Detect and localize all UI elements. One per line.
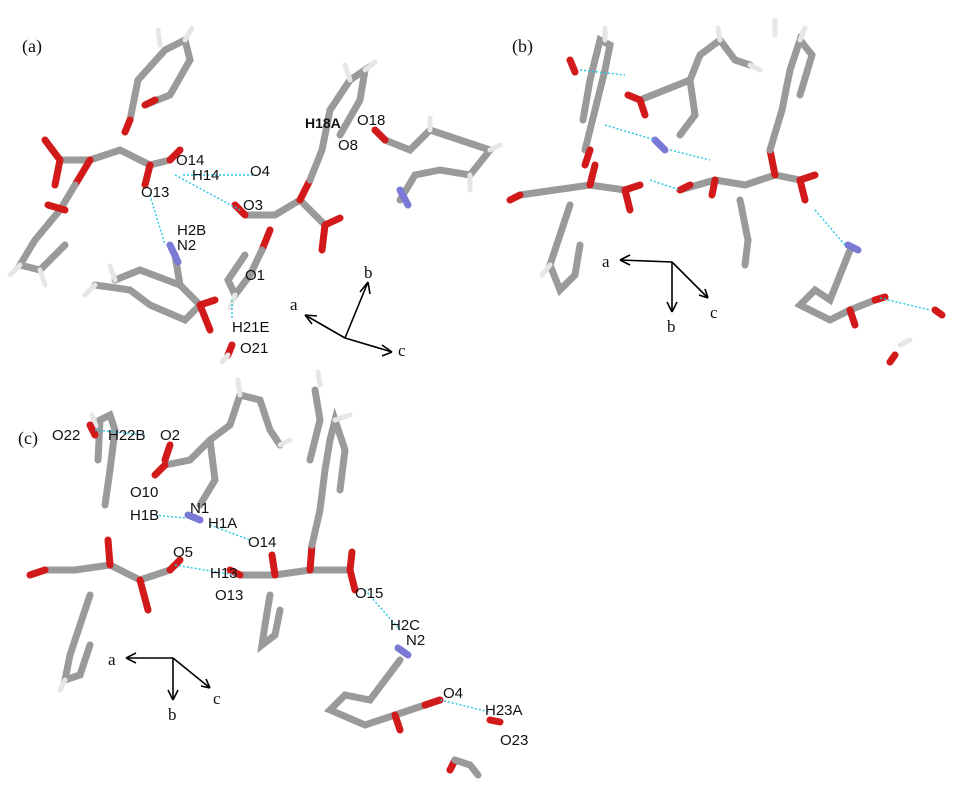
axis-c-arrow — [671, 261, 709, 299]
axis-a-label: a — [108, 650, 116, 669]
atom-label-h13: H13 — [210, 565, 238, 582]
panel-b-label: (b) — [512, 36, 533, 57]
atom-label-h1b: H1B — [130, 507, 159, 524]
atom-label-o8: O8 — [338, 137, 358, 154]
atom-label-n1: N1 — [190, 500, 209, 517]
axis-c-arrow — [344, 337, 393, 353]
axis-b-label: b — [168, 705, 177, 724]
atom-label-o2: O2 — [160, 427, 180, 444]
panel-b: (b) — [506, 17, 946, 366]
atom-label-h22b: H22B — [108, 427, 146, 444]
atom-label-h2c: H2C — [390, 617, 420, 634]
panel-b-hbonds — [579, 69, 931, 311]
axis-c-arrow — [172, 657, 211, 689]
panel-a-label: (a) — [22, 36, 42, 57]
axis-a-label: a — [290, 295, 298, 314]
panel-a: (a) — [7, 25, 503, 365]
atom-label-o21: O21 — [240, 340, 268, 357]
atom-label-o14: O14 — [176, 152, 204, 169]
panel-b-molecules — [506, 17, 946, 366]
atom-label-h14: H14 — [192, 167, 220, 184]
atom-label-o14: O14 — [248, 534, 276, 551]
axis-b-arrow — [344, 281, 369, 339]
atom-label-o18: O18 — [357, 112, 385, 129]
atom-label-o15: O15 — [355, 585, 383, 602]
atom-label-o3: O3 — [243, 197, 263, 214]
axis-b-label: b — [364, 263, 373, 282]
axis-c-label: c — [213, 689, 221, 708]
atom-label-h21e: H21E — [232, 319, 270, 336]
atom-label-h1a: H1A — [208, 515, 237, 532]
axis-a-arrow — [304, 314, 346, 339]
panel-c-label: (c) — [18, 428, 38, 449]
atom-label-o1: O1 — [245, 267, 265, 284]
panel-c: (c) — [18, 369, 528, 779]
axis-a-label: a — [602, 252, 610, 271]
axis-c-label: c — [710, 303, 718, 322]
axis-a-arrow — [619, 259, 673, 263]
atom-label-o4: O4 — [443, 685, 463, 702]
atom-label-h18a: H18A — [305, 115, 341, 131]
atom-label-h2b: H2B — [177, 222, 206, 239]
panel-a-axes: b a c — [290, 263, 406, 360]
atom-label-n2: N2 — [406, 632, 425, 649]
atom-label-o22: O22 — [52, 427, 80, 444]
atom-label-n2: N2 — [177, 237, 196, 254]
panel-c-molecules — [26, 369, 504, 779]
atom-label-o13: O13 — [141, 184, 169, 201]
atom-label-o10: O10 — [130, 484, 158, 501]
panel-a-hbonds — [149, 174, 255, 320]
panel-a-molecules — [7, 25, 503, 365]
panel-c-hbonds — [94, 429, 491, 713]
atom-label-h23a: H23A — [485, 702, 523, 719]
panel-c-axes: a b c — [108, 650, 221, 724]
atom-label-o13: O13 — [215, 587, 243, 604]
panel-b-axes: a b c — [602, 252, 718, 336]
atom-label-o23: O23 — [500, 732, 528, 749]
axis-c-label: c — [398, 341, 406, 360]
atom-label-o4: O4 — [250, 163, 270, 180]
atom-label-o5: O5 — [173, 544, 193, 561]
axis-b-label: b — [667, 317, 676, 336]
